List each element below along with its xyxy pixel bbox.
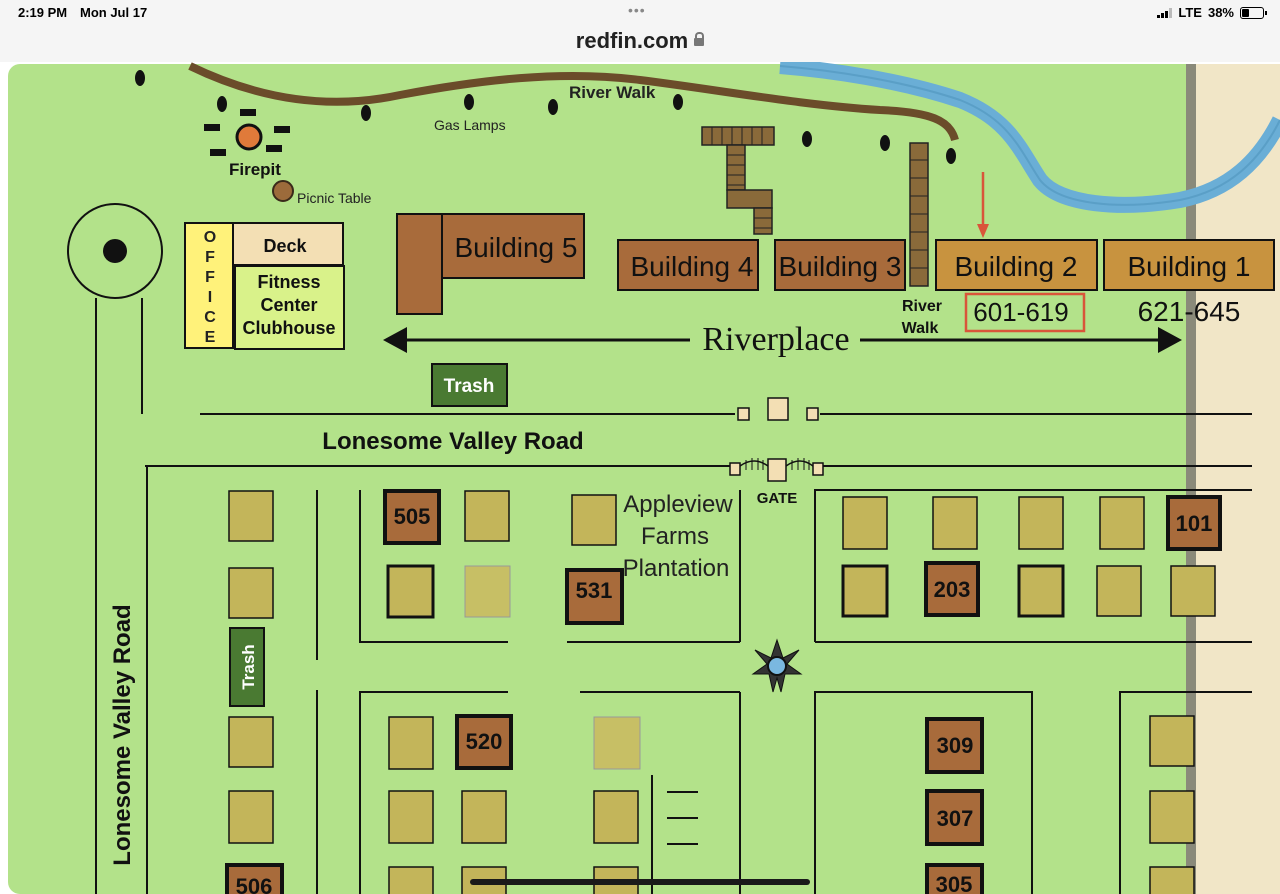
svg-text:Fitness: Fitness — [257, 272, 320, 292]
gate-label: GATE — [757, 490, 798, 507]
svg-text:C: C — [204, 309, 216, 326]
lot-505-label: 505 — [394, 504, 431, 529]
building-4 — [617, 239, 759, 291]
roundabout-circle — [67, 203, 163, 299]
lot-307 — [925, 789, 984, 846]
status-time: 2:19 PM — [18, 5, 68, 20]
picnic-table-label: Picnic Table — [297, 190, 372, 206]
svg-text:Clubhouse: Clubhouse — [243, 318, 336, 338]
svg-text:E: E — [205, 329, 216, 346]
map-fence-line — [1186, 64, 1196, 894]
deck-label: Deck — [263, 236, 307, 256]
lot-307-label: 307 — [937, 806, 974, 831]
battery-icon — [1240, 6, 1267, 19]
building-2-label: Building 2 — [955, 251, 1078, 282]
gas-lamps-label: Gas Lamps — [434, 117, 506, 133]
riverplace-label: Riverplace — [702, 321, 849, 358]
status-bar: 2:19 PM Mon Jul 17 ••• LTE 38% — [0, 0, 1280, 28]
office-building — [184, 222, 234, 349]
picnic-table-icon — [272, 180, 294, 202]
lot-203-label: 203 — [934, 577, 971, 602]
riverplace-arrow-right — [1158, 327, 1182, 353]
trash-side-label: Trash — [239, 644, 258, 689]
numbered-lots — [225, 489, 1222, 894]
lot-305-label: 305 — [936, 872, 973, 894]
svg-text:O: O — [204, 229, 216, 246]
compass-icon — [751, 638, 803, 693]
road-vertical-label: Lonesome Valley Road — [109, 604, 136, 865]
gate-icon — [729, 458, 824, 482]
lot-101-label: 101 — [1176, 511, 1213, 536]
svg-text:I: I — [208, 289, 212, 306]
building-2-units: 601-619 — [973, 297, 1068, 327]
lot-101 — [1166, 495, 1222, 551]
building-5 — [441, 213, 585, 279]
riverplace-arrow-left — [383, 327, 407, 353]
fitness-center-label: Fitness Center Clubhouse — [243, 272, 336, 338]
building-3-label: Building 3 — [779, 251, 902, 282]
trash-side — [229, 627, 265, 707]
building-1 — [1103, 239, 1275, 291]
home-indicator[interactable] — [470, 879, 810, 885]
lot-520-label: 520 — [466, 729, 503, 754]
building-3 — [774, 239, 906, 291]
river-walk-small-label-2: Walk — [902, 320, 939, 337]
road-horizontal-label: Lonesome Valley Road — [322, 428, 583, 455]
building-1-label: Building 1 — [1128, 251, 1251, 282]
signal-icon — [1157, 7, 1173, 18]
roundabout-center — [103, 239, 127, 263]
lock-icon — [694, 32, 705, 46]
lot-531 — [565, 568, 624, 625]
gas-lamps — [135, 70, 956, 164]
firepit-label: Firepit — [229, 160, 281, 179]
address-bar[interactable]: redfin.com — [0, 28, 1280, 62]
lot-309-label: 309 — [937, 733, 974, 758]
river-walk-label-top: River Walk — [569, 83, 656, 102]
network-type: LTE — [1178, 5, 1202, 20]
lot-505 — [383, 489, 441, 545]
trash-top-label: Trash — [444, 376, 495, 397]
river-walk-path — [188, 62, 959, 142]
battery-percent: 38% — [1207, 5, 1234, 20]
fitness-center-clubhouse — [234, 265, 345, 350]
lot-506-label: 506 — [236, 874, 273, 894]
highlight-box — [964, 292, 1086, 333]
svg-text:Center: Center — [260, 295, 317, 315]
multitask-dots-icon[interactable]: ••• — [628, 2, 646, 18]
lot-531-label: 531 — [576, 578, 613, 603]
trash-top — [431, 363, 508, 407]
svg-text:F: F — [205, 269, 215, 286]
appleview-label-1: Appleview — [623, 491, 733, 518]
map-sand-strip — [1196, 64, 1280, 894]
building-5-label: Building 5 — [455, 232, 578, 263]
building-5-wing — [396, 213, 443, 315]
lot-309 — [925, 717, 984, 774]
building-2 — [935, 239, 1098, 291]
lot-520 — [455, 714, 513, 770]
plain-lots — [228, 490, 1216, 894]
appleview-label-2: Farms — [641, 523, 709, 550]
status-date: Mon Jul 17 — [80, 5, 148, 20]
community-map[interactable]: River Walk Gas Lamps Firepit Picnic Tabl… — [0, 62, 1280, 894]
building-4-label: Building 4 — [631, 251, 754, 282]
url-text[interactable]: redfin.com — [575, 28, 689, 53]
firepit-icon — [204, 109, 290, 156]
status-right: LTE 38% — [1157, 5, 1267, 20]
office-label: O F F I C E — [204, 229, 216, 346]
building-1-units: 621-645 — [1138, 296, 1241, 327]
appleview-label-3: Plantation — [623, 555, 730, 582]
svg-text:F: F — [205, 249, 215, 266]
deck — [232, 222, 344, 266]
lot-203 — [924, 561, 980, 617]
river-walk-small-label-1: River — [902, 298, 942, 315]
lot-506 — [225, 863, 284, 894]
lot-305 — [925, 863, 984, 894]
